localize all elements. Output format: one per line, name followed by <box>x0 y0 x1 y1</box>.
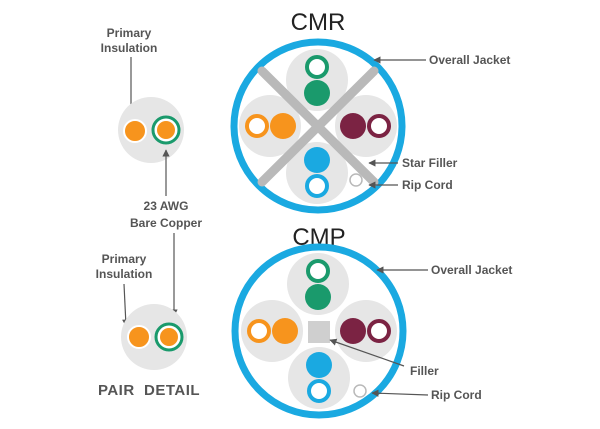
pair-bottom-orange-conductor <box>127 325 151 349</box>
cmr-maroon-white-conductor <box>367 114 391 138</box>
pair-top-copper-core <box>157 121 175 139</box>
pair-bottom-primary-label-line2: Insulation <box>96 267 153 281</box>
pair-detail-top <box>118 97 184 163</box>
cmp-overall-jacket-label: Overall Jacket <box>431 263 512 277</box>
cmr-star-filler-label: Star Filler <box>402 156 458 170</box>
pair-top-primary-label-line1: Primary <box>107 26 152 40</box>
cmr-star-filler <box>257 66 379 187</box>
cmr-blue-conductor <box>304 147 330 173</box>
pair-bottom-primary-leader <box>122 283 130 327</box>
cmp-cable <box>231 243 407 419</box>
pair-top-orange-conductor <box>123 119 147 143</box>
cmr-rip-cord <box>349 173 363 187</box>
cmp-rip-cord-leader <box>371 389 429 397</box>
cmp-orange-conductor <box>272 318 298 344</box>
cmp-blue-conductor <box>306 352 332 378</box>
cmr-rip-cord-label: Rip Cord <box>402 178 453 192</box>
pair-detail-title: PAIR DETAIL <box>98 382 200 399</box>
cmp-filler <box>308 321 330 343</box>
cmp-orange-white-conductor <box>247 319 271 343</box>
cmp-rip-cord <box>353 384 367 398</box>
cmp-rip-cord-label: Rip Cord <box>431 388 482 402</box>
cmr-cable <box>230 38 406 214</box>
cmp-blue-white-conductor <box>307 379 331 403</box>
cmr-orange-white-conductor <box>245 114 269 138</box>
cmr-title: CMR <box>291 9 346 36</box>
pair-bottom-primary-label-line1: Primary <box>102 252 147 266</box>
pair-top-primary-label-line2: Insulation <box>101 41 158 55</box>
cmr-overall-jacket-label: Overall Jacket <box>429 53 510 67</box>
cmr-maroon-conductor <box>340 113 366 139</box>
cmp-maroon-white-conductor <box>367 319 391 343</box>
cmr-orange-conductor <box>270 113 296 139</box>
cmp-filler-label: Filler <box>410 364 439 378</box>
cmr-green-white-conductor <box>305 55 329 79</box>
cmr-blue-white-conductor <box>305 174 329 198</box>
cmp-green-white-conductor <box>306 259 330 283</box>
pair-top-bg <box>118 97 184 163</box>
awg-label-line1: 23 AWG <box>144 199 189 213</box>
awg-label-line2: Bare Copper <box>130 216 202 230</box>
pair-bottom-bg <box>121 304 187 370</box>
cmp-maroon-conductor <box>340 318 366 344</box>
cmr-green-conductor <box>304 80 330 106</box>
cmp-filler-leader <box>329 338 405 367</box>
pair-detail-bottom <box>121 304 187 370</box>
cmp-green-conductor <box>305 284 331 310</box>
pair-bottom-copper-core <box>160 328 178 346</box>
